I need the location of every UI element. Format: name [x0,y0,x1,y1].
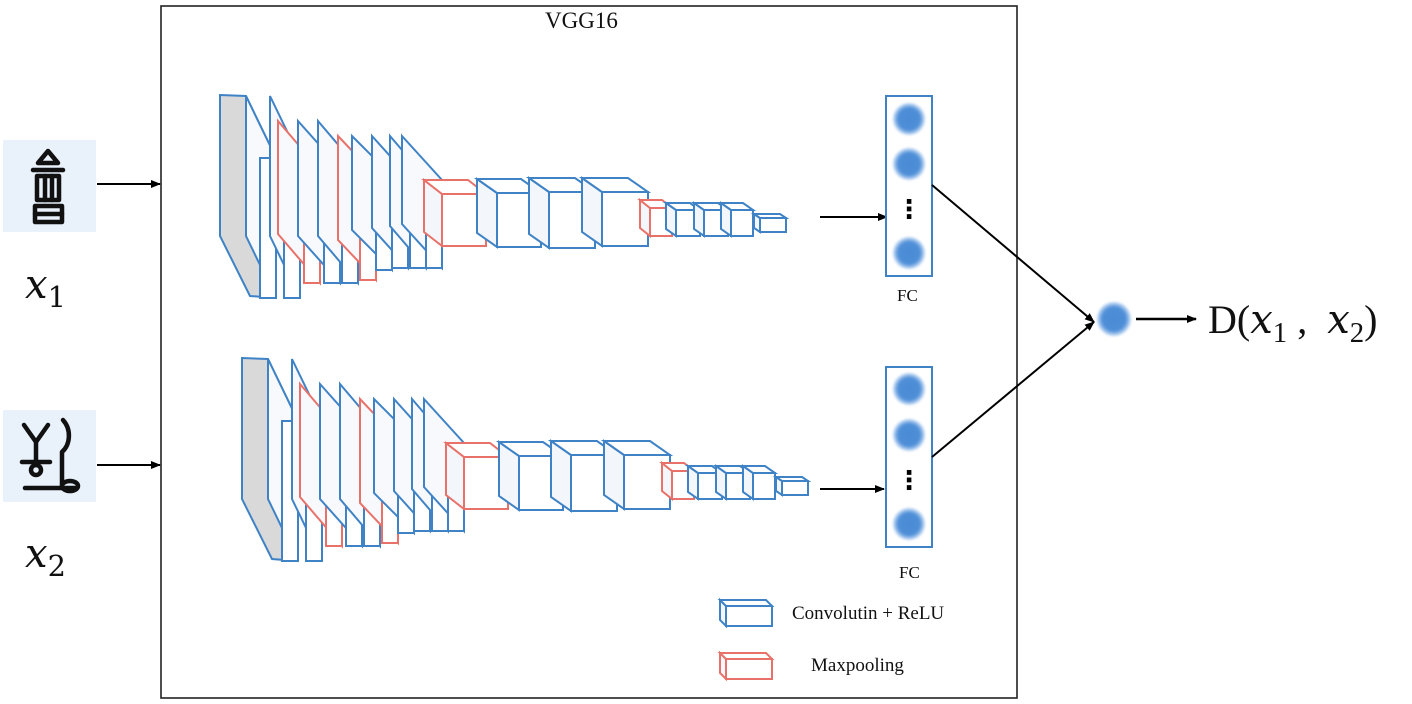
distance-output-label: D(x1 , x2) [1208,296,1377,350]
conv-block [578,176,652,248]
input-panel-2 [3,410,96,502]
fc-label-2: FC [899,563,920,582]
distance-var-2: x [1327,297,1350,343]
input-var-1: x [25,262,48,308]
fc-label-1: FC [897,286,918,305]
fc-layer-1: ⋮ [885,95,933,277]
conv-block [717,597,775,629]
conv-block [600,439,674,511]
fc-ellipsis: ⋮ [896,195,922,225]
distance-sub-2: 2 [1349,317,1365,350]
legend-pool-swatch [717,650,775,682]
distance-sep: , [1287,297,1328,342]
diagram-title: VGG16 [545,8,618,33]
distance-close: ) [1364,297,1378,342]
ancient-character-glyph-1 [30,148,66,225]
merge-arrow-2 [931,321,1095,458]
fc-node [893,419,925,451]
conv-block [525,176,599,250]
conv-block [717,201,757,238]
ancient-character-glyph-2 [19,417,81,494]
cnn-branch-1 [219,93,790,300]
conv-block [684,464,726,501]
input-panel-1 [3,140,96,232]
legend-conv-label: Convolutin + ReLU [792,603,945,624]
distance-func: D( [1208,297,1251,342]
fc-node [893,373,925,405]
maxpool-block [717,650,775,682]
fc-node [893,508,925,540]
distance-var-1: x [1250,297,1273,343]
legend-conv-swatch [717,597,775,629]
conv-block [739,464,779,501]
input-sub-1: 1 [47,280,66,315]
fc-ellipsis: ⋮ [896,466,922,496]
conv-block [750,212,790,234]
fc-node [893,237,925,269]
fc-node [893,103,925,135]
legend-pool-label: Maxpooling [811,655,904,676]
vgg16-frame [160,5,1018,699]
input-label-x1: x1 [25,262,66,314]
distance-sub-1: 1 [1272,317,1288,350]
cnn-branch-2 [241,356,812,563]
fc-layer-2: ⋮ [885,366,933,548]
input-sub-2: 2 [47,549,66,584]
merge-arrow-1 [931,184,1095,323]
input-var-2: x [25,531,48,577]
fc-node [893,148,925,180]
distance-node [1097,302,1131,336]
conv-block [772,475,812,497]
input-label-x2: x2 [25,531,66,583]
